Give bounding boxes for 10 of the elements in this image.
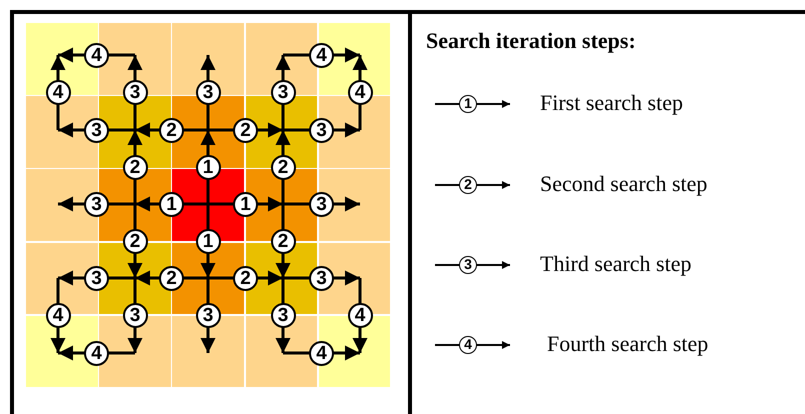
step-number: 2 bbox=[459, 176, 477, 194]
step-number: 1 bbox=[459, 95, 477, 113]
legend-text: First search step bbox=[540, 90, 683, 116]
step-number: 4 bbox=[459, 336, 477, 354]
step-number: 3 bbox=[459, 256, 477, 274]
legend-text: Second search step bbox=[540, 171, 708, 197]
legend-heading: Search iteration steps: bbox=[426, 28, 636, 54]
legend-text: Third search step bbox=[540, 251, 692, 277]
grid-cell bbox=[318, 169, 390, 242]
legend-text: Fourth search step bbox=[547, 331, 708, 357]
